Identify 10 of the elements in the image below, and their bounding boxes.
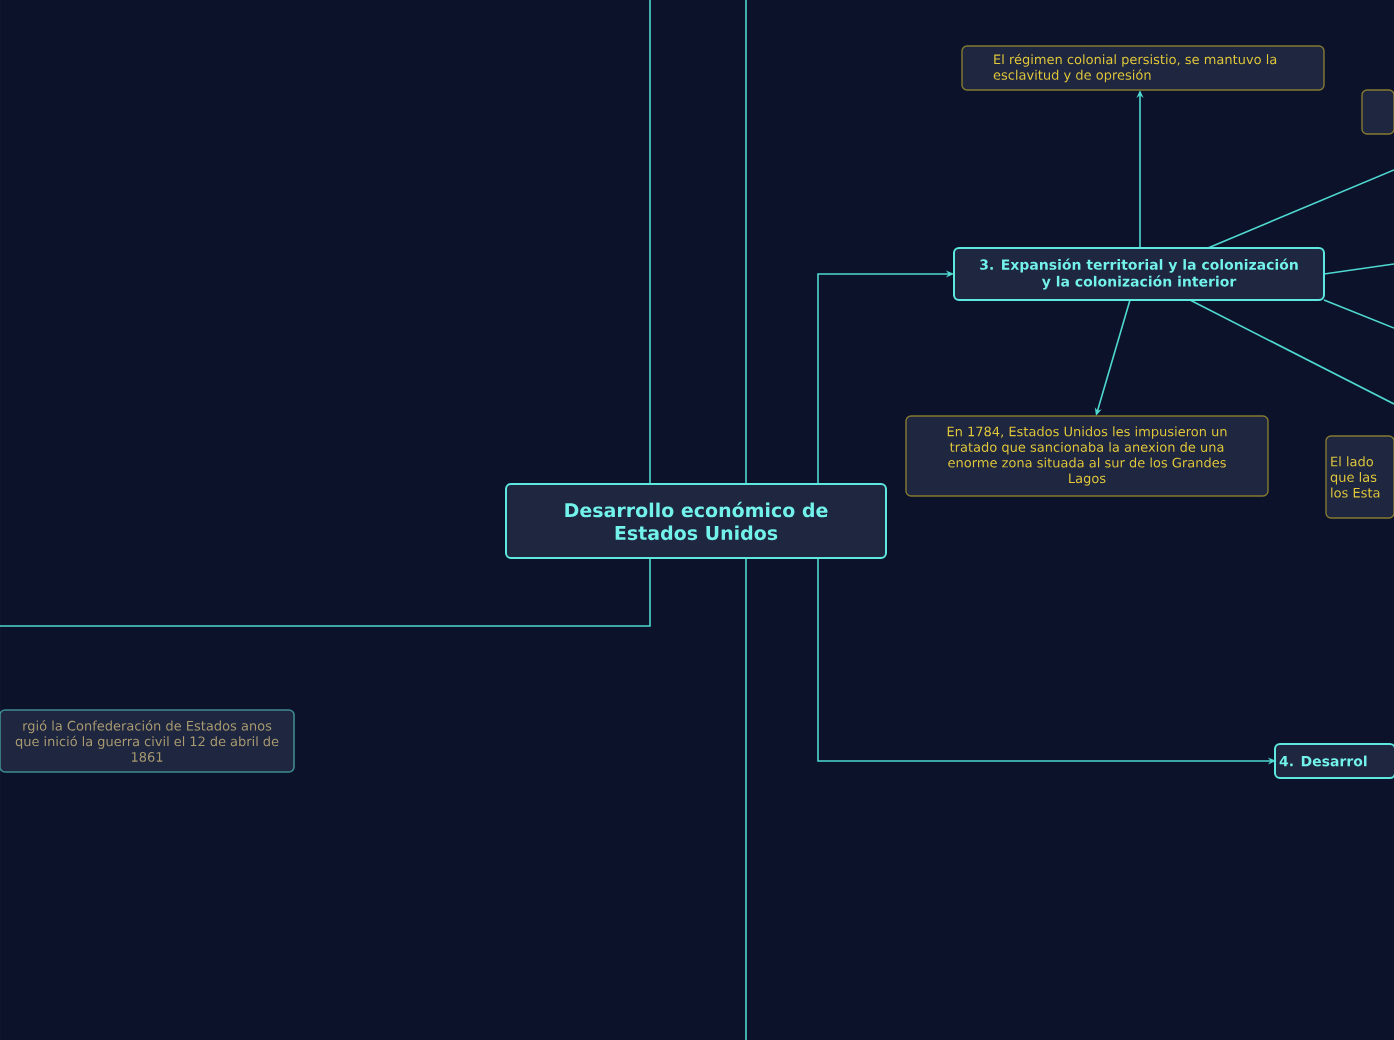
connector-line <box>1323 263 1394 275</box>
note-box <box>1361 89 1394 135</box>
connector-line <box>745 0 747 485</box>
central-topic-box: Desarrollo económico de Estados Unidos <box>505 483 887 559</box>
connector-line <box>1323 299 1394 329</box>
connector-line <box>1207 169 1394 249</box>
connector-line <box>745 557 747 1040</box>
connector-line <box>0 557 651 627</box>
connector-line <box>649 0 651 485</box>
connector-line <box>1189 299 1394 405</box>
